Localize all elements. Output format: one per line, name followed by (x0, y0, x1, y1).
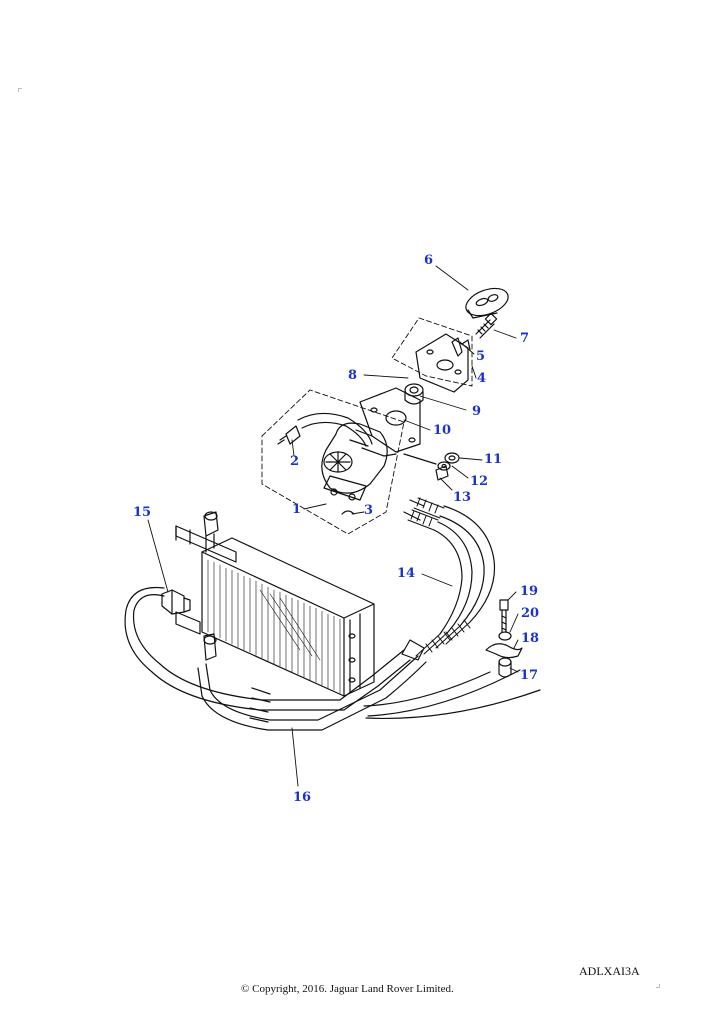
callout-15[interactable]: 15 (133, 505, 152, 520)
callout-20[interactable]: 20 (521, 606, 540, 621)
callout-8[interactable]: 8 (348, 368, 358, 383)
callout-10[interactable]: 10 (433, 423, 452, 438)
callout-9[interactable]: 9 (472, 404, 482, 419)
callout-19[interactable]: 19 (520, 584, 539, 599)
callout-1[interactable]: 1 (292, 502, 302, 517)
callout-7[interactable]: 7 (520, 331, 530, 346)
leader-lines (147, 265, 519, 787)
oil-hoses (403, 497, 496, 657)
cover-plate (465, 287, 509, 319)
callout-17[interactable]: 17 (520, 668, 539, 683)
callout-11[interactable]: 11 (484, 452, 503, 467)
callout-16[interactable]: 16 (293, 790, 312, 805)
union-nut (161, 589, 191, 615)
mounting-bracket (415, 333, 471, 393)
callout-13[interactable]: 13 (453, 490, 472, 505)
callout-2[interactable]: 2 (290, 454, 300, 469)
clip (341, 510, 355, 515)
stud (475, 312, 498, 339)
callout-18[interactable]: 18 (521, 631, 540, 646)
cooler-pipes (124, 586, 541, 731)
callout-6[interactable]: 6 (424, 253, 434, 268)
callout-5[interactable]: 5 (476, 349, 486, 364)
bush (404, 383, 424, 405)
spacer-bush (498, 657, 512, 678)
callout-12[interactable]: 12 (470, 474, 489, 489)
p-clip (485, 643, 523, 659)
oil-cooler (175, 511, 375, 697)
callout-3[interactable]: 3 (364, 503, 374, 518)
copyright-notice: © Copyright, 2016. Jaguar Land Rover Lim… (241, 983, 454, 995)
bracket-group-outline (391, 317, 473, 387)
pipe-union (277, 412, 373, 447)
pump-group-outline (261, 389, 405, 535)
callout-14[interactable]: 14 (397, 566, 416, 581)
illustration-code: ADLXAI3A (579, 964, 640, 978)
pump-assembly (321, 387, 421, 501)
callout-4[interactable]: 4 (477, 371, 487, 386)
bolt (499, 599, 509, 633)
corner-mark (18, 88, 22, 92)
washer (498, 631, 512, 641)
washers-and-nut (403, 452, 460, 481)
